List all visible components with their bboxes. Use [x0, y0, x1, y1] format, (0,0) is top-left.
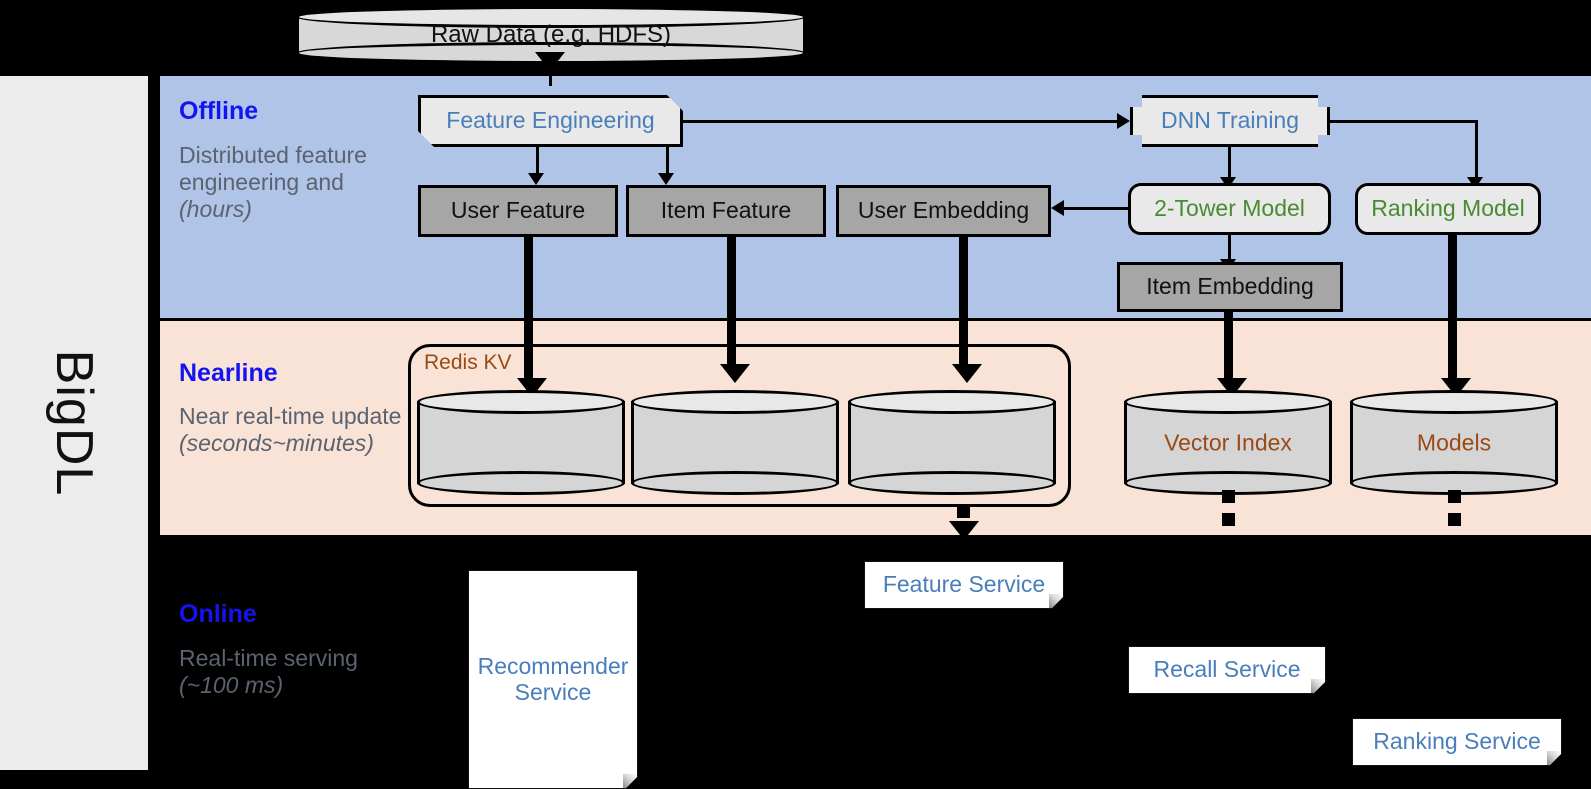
connector-rawdata-fe — [549, 64, 552, 86]
recall-service-label: Recall Service — [1153, 656, 1301, 683]
recommender-service-label: Recommender Service — [477, 652, 629, 705]
arrowhead-fe-dnn — [1117, 113, 1130, 129]
cylinder-top — [631, 390, 839, 414]
cylinder-top — [848, 390, 1056, 414]
item-feature-box[interactable]: Item Feature — [626, 185, 826, 237]
arrowhead-rawdata-fe — [535, 52, 565, 71]
ranking-model-box[interactable]: Ranking Model — [1355, 183, 1541, 235]
redis-cylinder-2[interactable] — [631, 390, 839, 495]
feature-engineering-label: Feature Engineering — [446, 107, 655, 134]
dash-models-2 — [1448, 513, 1461, 526]
user-feature-label: User Feature — [450, 197, 586, 224]
cylinder-bottom — [848, 471, 1056, 495]
online-title: Online — [179, 600, 257, 628]
dash-featureservice-1 — [957, 505, 970, 518]
ranking-service-card[interactable]: Ranking Service — [1352, 718, 1562, 766]
arrowhead-itemfeature-redis — [720, 364, 750, 383]
connector-twotower-userembedding — [1063, 207, 1131, 210]
online-subtitle: Real-time serving (~100 ms) — [179, 645, 358, 698]
arrowhead-redis-featureservice — [949, 521, 979, 540]
arrowhead-fe-userfeature — [528, 173, 544, 185]
user-embedding-box[interactable]: User Embedding — [836, 185, 1051, 237]
models-cylinder[interactable]: Models — [1350, 390, 1558, 495]
pipe-itemembedding-vectorindex — [1224, 312, 1233, 385]
pipe-rankingmodel-models — [1448, 235, 1457, 385]
connector-dnn-twotower — [1228, 147, 1231, 179]
redis-cylinder-3[interactable] — [848, 390, 1056, 495]
ranking-model-label: Ranking Model — [1371, 195, 1525, 222]
connector-twotower-itemembedding — [1228, 235, 1231, 261]
dnn-training-box[interactable]: DNN Training — [1130, 95, 1330, 147]
pipe-itemfeature-redis — [727, 237, 736, 370]
dash-vectorindex-2 — [1222, 513, 1235, 526]
cylinder-top — [296, 6, 806, 28]
cylinder-bottom — [631, 471, 839, 495]
two-tower-model-label: 2-Tower Model — [1154, 195, 1305, 222]
feature-service-label: Feature Service — [882, 571, 1046, 598]
two-tower-model-box[interactable]: 2-Tower Model — [1128, 183, 1331, 235]
connector-fe-itemfeature — [666, 147, 669, 175]
redis-kv-label: Redis KV — [424, 351, 512, 374]
nearline-subtitle: Near real-time update (seconds~minutes) — [179, 403, 402, 456]
dash-vectorindex-1 — [1222, 490, 1235, 503]
recommender-service-card[interactable]: Recommender Service — [468, 570, 638, 789]
item-embedding-box[interactable]: Item Embedding — [1117, 262, 1343, 312]
nearline-title: Nearline — [179, 359, 278, 387]
cylinder-top — [1124, 390, 1332, 414]
recall-service-card[interactable]: Recall Service — [1128, 646, 1326, 694]
bigdl-sidebar: BigDL — [0, 76, 148, 770]
raw-data-label: Raw Data (e.g. HDFS) — [430, 21, 672, 48]
pipe-userfeature-redis — [524, 237, 533, 385]
ranking-service-label: Ranking Service — [1373, 728, 1541, 755]
item-embedding-label: Item Embedding — [1146, 273, 1314, 300]
redis-kv-container[interactable] — [408, 344, 1071, 507]
user-embedding-label: User Embedding — [857, 197, 1030, 224]
feature-service-card[interactable]: Feature Service — [864, 561, 1064, 609]
connector-fe-dnn — [683, 120, 1117, 123]
bigdl-label: BigDL — [45, 349, 103, 497]
connector-fe-userfeature — [536, 147, 539, 175]
connector-dnn-ranking-h — [1330, 120, 1478, 123]
user-feature-box[interactable]: User Feature — [418, 185, 618, 237]
redis-cylinder-1[interactable] — [417, 390, 625, 495]
cylinder-top — [417, 390, 625, 414]
dnn-training-label: DNN Training — [1160, 107, 1300, 134]
item-feature-label: Item Feature — [660, 197, 792, 224]
dash-models-1 — [1448, 490, 1461, 503]
vector-index-cylinder[interactable]: Vector Index — [1124, 390, 1332, 495]
models-label: Models — [1416, 429, 1492, 455]
arrowhead-twotower-userembedding — [1051, 200, 1064, 216]
pipe-userembedding-redis — [959, 237, 968, 370]
offline-title: Offline — [179, 97, 259, 125]
cylinder-bottom — [417, 471, 625, 495]
cylinder-top — [1350, 390, 1558, 414]
arrowhead-userembedding-redis — [952, 364, 982, 383]
vector-index-label: Vector Index — [1164, 429, 1292, 455]
arrowhead-fe-itemfeature — [658, 173, 674, 185]
feature-engineering-box[interactable]: Feature Engineering — [418, 95, 683, 147]
connector-dnn-ranking-v — [1475, 120, 1478, 179]
offline-subtitle: Distributed feature engineering and (hou… — [179, 142, 367, 222]
